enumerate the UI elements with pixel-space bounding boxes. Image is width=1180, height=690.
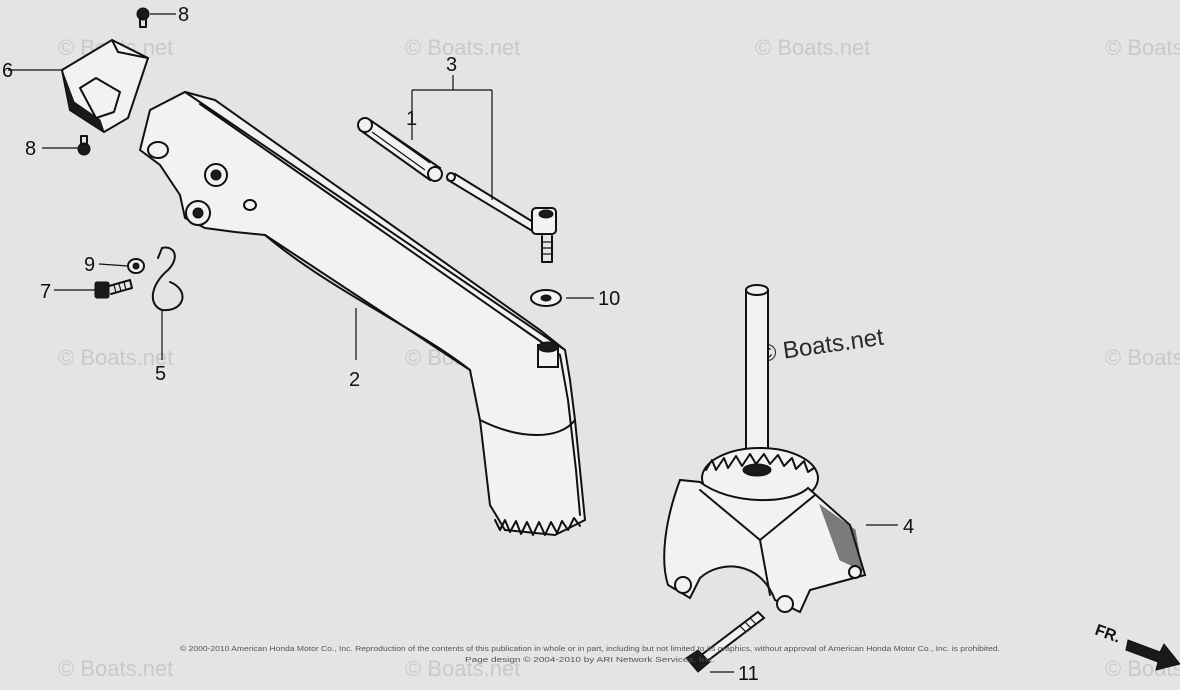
watermark: © Boats.net <box>58 345 173 370</box>
part-9-washer[interactable] <box>127 258 145 274</box>
callout-2[interactable]: 2 <box>349 369 360 391</box>
callout-7[interactable]: 7 <box>40 281 51 303</box>
callout-5[interactable]: 5 <box>155 363 166 385</box>
callout-8[interactable]: 8 <box>25 138 36 160</box>
copyright: © 2000-2010 American Honda Motor Co., In… <box>180 645 1000 664</box>
copyright-line-1: © 2000-2010 American Honda Motor Co., In… <box>180 645 1000 653</box>
callout-11[interactable]: 11 <box>738 663 759 685</box>
part-4-gear-case[interactable] <box>663 284 867 614</box>
part-8-screw-bottom[interactable] <box>77 135 91 156</box>
callout-8[interactable]: 8 <box>178 4 189 26</box>
callout-6[interactable]: 6 <box>2 60 13 82</box>
part-2-shaft-housing[interactable] <box>138 90 587 537</box>
part-11-bolt[interactable] <box>685 610 766 673</box>
watermark: © Boats.net <box>755 35 870 60</box>
callout-9[interactable]: 9 <box>84 254 95 276</box>
callout-10[interactable]: 10 <box>598 288 620 310</box>
watermark: © Boats.net <box>1105 345 1180 370</box>
callout-3[interactable]: 3 <box>446 54 457 76</box>
copyright-line-2: Page design © 2004-2010 by ARI Network S… <box>465 656 715 664</box>
watermark: © Boats.net <box>405 656 520 681</box>
part-10-washer[interactable] <box>530 289 562 307</box>
part-8-screw-top[interactable] <box>136 7 150 28</box>
callouts: 1 2 3 4 5 6 7 8 8 9 10 11 <box>2 4 914 685</box>
direction-label: FR. <box>1093 622 1123 647</box>
watermark: © Boats.net <box>58 656 173 681</box>
callout-1[interactable]: 1 <box>406 108 417 130</box>
watermark: © Boats.net <box>405 35 520 60</box>
leader-lines <box>8 13 898 673</box>
part-1-sleeve[interactable] <box>357 117 443 182</box>
part-3-rod[interactable] <box>446 172 557 263</box>
watermark-main: © Boats.net <box>757 324 886 368</box>
part-6-cover[interactable] <box>60 38 150 134</box>
watermark: © Boats.net <box>1105 35 1180 60</box>
callout-4[interactable]: 4 <box>903 516 914 538</box>
part-7-bolt[interactable] <box>94 279 133 299</box>
part-5-clip[interactable] <box>152 246 184 312</box>
